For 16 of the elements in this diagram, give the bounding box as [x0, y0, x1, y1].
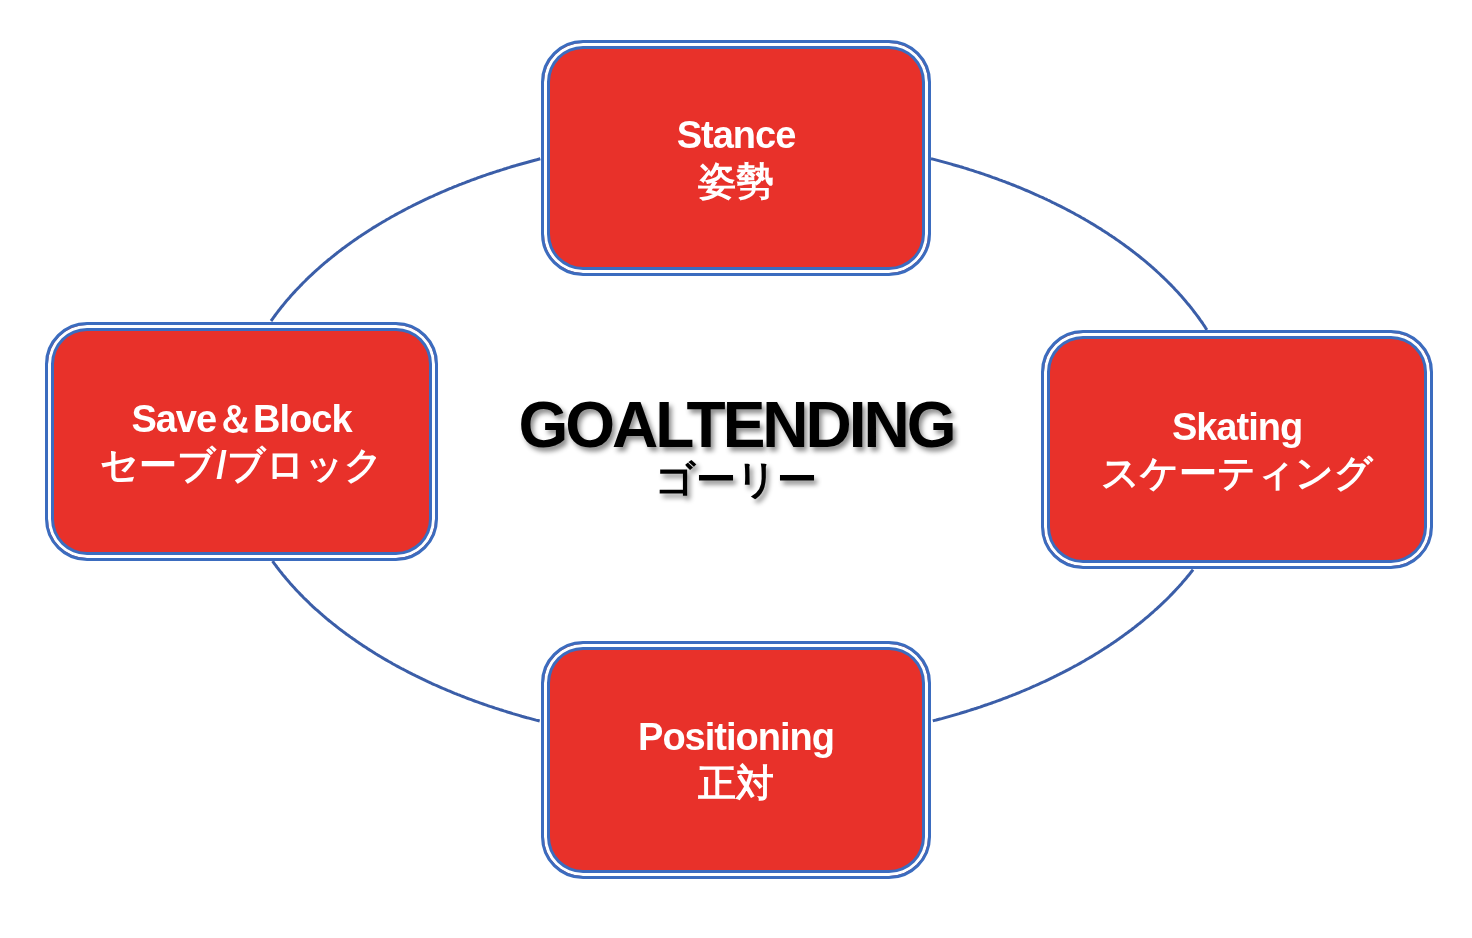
skill-box	[1041, 330, 1433, 569]
skill-box	[541, 40, 931, 276]
box-subtitle: 正対	[698, 761, 774, 806]
box-title: Positioning	[638, 715, 834, 760]
box-title: Skating	[1171, 404, 1303, 450]
connector-arc	[271, 560, 541, 723]
box-title: Save＆Block	[131, 396, 352, 442]
box-subtitle: セーブ/ブロック	[100, 442, 383, 488]
box-title: Stance	[676, 113, 796, 158]
box-subtitle: スケーティング	[1101, 450, 1373, 496]
skill-box	[541, 641, 931, 879]
box-subtitle: 姿勢	[698, 159, 774, 204]
connector-arc	[930, 157, 1209, 331]
skill-box	[45, 322, 438, 561]
connector-arc	[269, 157, 541, 322]
connector-arc	[932, 568, 1195, 723]
